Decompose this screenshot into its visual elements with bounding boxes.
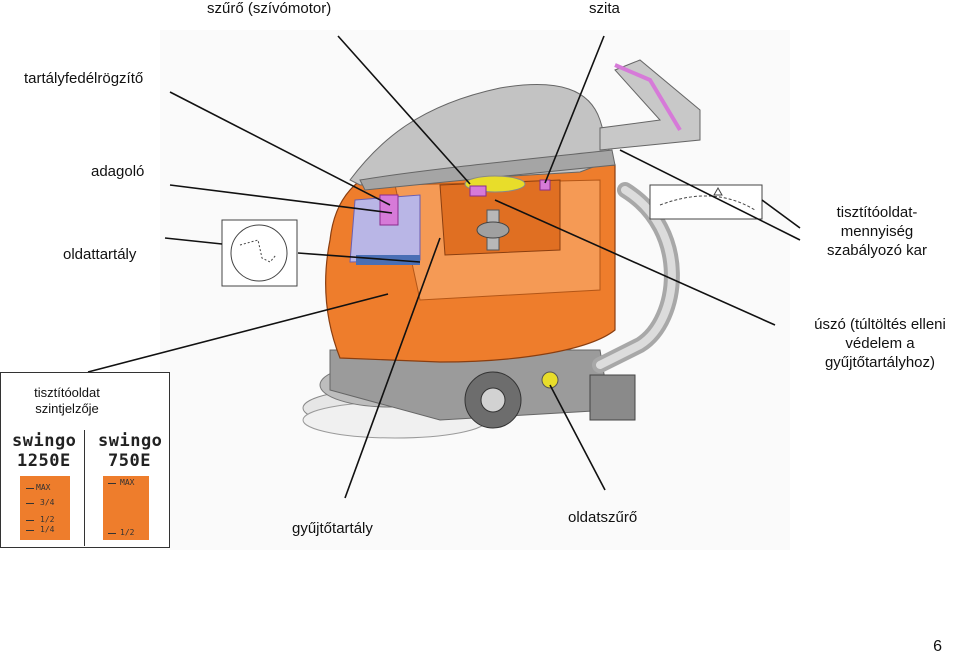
tick-left-12 [26, 520, 34, 521]
label-dispenser: adagoló [91, 163, 145, 180]
tank-lid-lock-part [379, 194, 399, 226]
gauge-left-mark-14: 1/4 [40, 525, 55, 534]
gauge-left-window [20, 476, 70, 540]
label-tank-lid-lock: tartályfedélrögzítő [24, 70, 144, 87]
gauge-left-mark-max: MAX [36, 483, 51, 492]
gauge-right-mark-max: MAX [120, 478, 135, 487]
label-solution-filter: oldatszűrő [568, 509, 638, 526]
leader-lines [87, 35, 801, 499]
handle [599, 59, 701, 151]
label-float-2: védelem a [845, 335, 915, 352]
wheel-hub [480, 387, 506, 413]
label-strainer: szita [589, 0, 620, 17]
solution-filter-cap [541, 371, 559, 389]
handle-lever [614, 63, 682, 132]
gauge-right-model: 750E [108, 451, 151, 471]
tick-right-max [108, 483, 116, 484]
label-recovery-tank: gyűjtőtartály [292, 520, 373, 537]
float-part [469, 185, 487, 197]
label-flow-lever-2: mennyiség [840, 223, 914, 240]
inset-arc [659, 195, 756, 211]
tick-left-34 [26, 503, 34, 504]
gauge-left-mark-34: 3/4 [40, 498, 55, 507]
lid-rim [359, 149, 616, 191]
gauge-right-brand: swingo [98, 431, 163, 451]
inset-box-right [649, 184, 763, 220]
label-flow-lever-3: szabályozó kar [826, 242, 928, 259]
gauge-left-mark-12: 1/2 [40, 515, 55, 524]
gauge-left-model: 1250E [17, 451, 71, 471]
gauge-title-1: tisztítóoldat [34, 385, 100, 400]
gauge-right-window [103, 476, 149, 540]
lever-knob [476, 221, 510, 239]
tick-left-14 [26, 530, 34, 531]
tick-right-12 [108, 533, 116, 534]
inset-box-left [221, 219, 298, 287]
gauge-left-brand: swingo [12, 431, 77, 451]
label-solution-tank: oldattartály [63, 246, 137, 263]
label-float-1: úszó (túltöltés elleni [814, 316, 946, 333]
page-number: 6 [933, 638, 942, 655]
inset-marker [713, 186, 723, 196]
label-float-3: gyűjtőtartályhoz) [824, 354, 936, 371]
gauge-divider [84, 430, 85, 546]
label-flow-lever-1: tisztítóoldat- [836, 204, 918, 221]
strainer-part [539, 179, 551, 191]
squeegee-unit [589, 374, 636, 421]
label-filter: szűrő (szívómotor) [207, 0, 332, 17]
tick-left-max [26, 488, 34, 489]
gauge-right-mark-12: 1/2 [120, 528, 135, 537]
inset-detail [239, 239, 277, 263]
inset-circle [230, 224, 288, 282]
gauge-title-2: szintjelzője [35, 401, 99, 416]
